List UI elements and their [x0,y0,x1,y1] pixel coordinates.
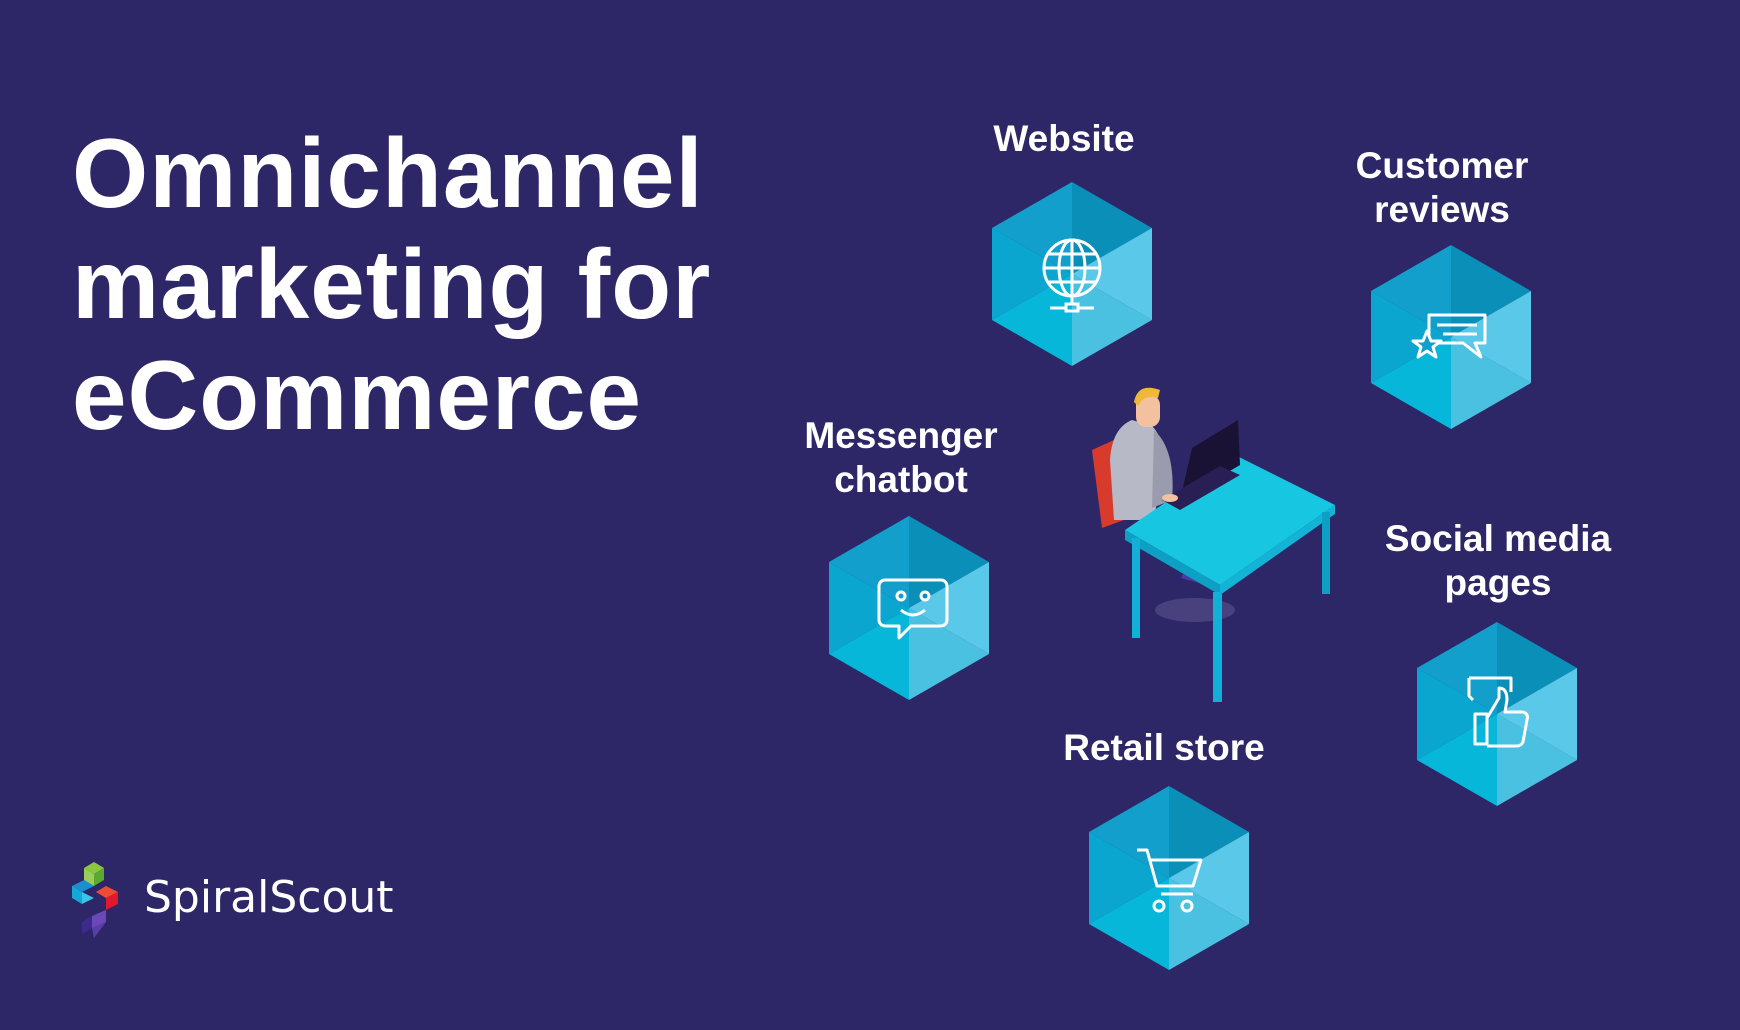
shopping-cart-icon [1137,848,1203,913]
person-at-desk-illustration [1092,387,1335,702]
social-media-cube [1417,622,1577,806]
customer-reviews-cube [1371,245,1531,429]
page-title: Omnichannel marketing for eCommerce [72,118,711,451]
person-torso [1110,420,1163,520]
review-chat-star-icon [1411,313,1487,359]
laptop-screen [1180,420,1240,500]
globe-icon [1042,238,1102,313]
title-line: marketing for [72,229,712,339]
spiralscout-logo-icon [72,862,118,938]
title-line: eCommerce [72,340,643,450]
title-line: Omnichannel [72,118,704,228]
desk-top [1125,455,1335,585]
messenger-chatbot-cube [829,516,989,700]
website-cube [992,182,1152,366]
thumbs-up-icon [1467,676,1529,748]
channel-label-website: Website [993,118,1135,159]
laptop-base [1162,466,1240,510]
channel-label-retail-store: Retail store [1063,727,1265,768]
chatbot-icon [877,578,949,640]
person-head [1136,395,1160,427]
retail-store-cube [1089,786,1249,970]
brand-name: SpiralScout [144,872,394,923]
